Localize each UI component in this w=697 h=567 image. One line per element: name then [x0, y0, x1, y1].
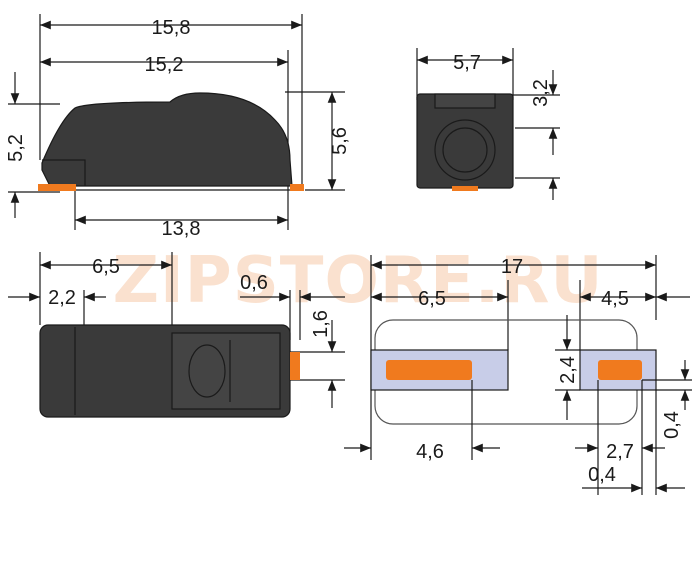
clamp-window: [171, 332, 281, 410]
dim-end-width: 5,7: [453, 52, 481, 74]
dim-footprint-right-pad: 4,5: [601, 288, 629, 310]
contact-right: [290, 184, 304, 191]
dim-height-right: 5,6: [329, 127, 351, 155]
right-pad-contact: [598, 360, 642, 380]
dim-footprint-gap-horizontal: 0,4: [588, 464, 616, 486]
footprint-view: 17 6,5 4,5 2,4 0,4 4,6 2,7 0,4: [344, 255, 692, 495]
dim-footprint-overall: 17: [501, 256, 523, 278]
dim-footprint-left-offset: 4,6: [416, 441, 444, 463]
left-pad-contact: [386, 360, 472, 380]
watermark: ZIPSTORE.RU: [113, 244, 604, 318]
end-view: 5,7 3,2: [416, 48, 560, 200]
connector-housing-side: [41, 92, 293, 187]
dim-height-left: 5,2: [5, 134, 27, 162]
top-contact: [290, 352, 300, 380]
wire-entry-ring: [434, 119, 496, 181]
end-contact: [452, 186, 478, 191]
dim-footprint-slot-width: 2,7: [606, 441, 634, 463]
wire-entry-inner: [442, 127, 488, 173]
dim-top-offset: 0,6: [240, 272, 268, 294]
dim-base-length: 13,8: [162, 218, 201, 240]
clamp-spring: [188, 344, 226, 398]
dim-footprint-pad-height: 2,4: [557, 356, 579, 384]
dim-body-length: 15,2: [145, 54, 184, 76]
dim-top-length-b: 2,2: [48, 287, 76, 309]
side-view: 15,8 15,2 13,8 5,2 5,6: [5, 14, 351, 240]
dim-footprint-left-pad: 6,5: [418, 288, 446, 310]
dim-footprint-gap-vertical: 0,4: [661, 411, 683, 439]
housing-step: [42, 159, 86, 186]
dim-overall-length: 15,8: [152, 17, 191, 39]
dim-top-height: 1,6: [310, 310, 332, 338]
end-top-lip: [434, 93, 496, 109]
top-view: 6,5 2,2 0,6 1,6: [8, 252, 345, 418]
dim-top-length-a: 6,5: [92, 256, 120, 278]
contact-left: [38, 184, 76, 191]
dim-end-height: 3,2: [530, 79, 552, 107]
